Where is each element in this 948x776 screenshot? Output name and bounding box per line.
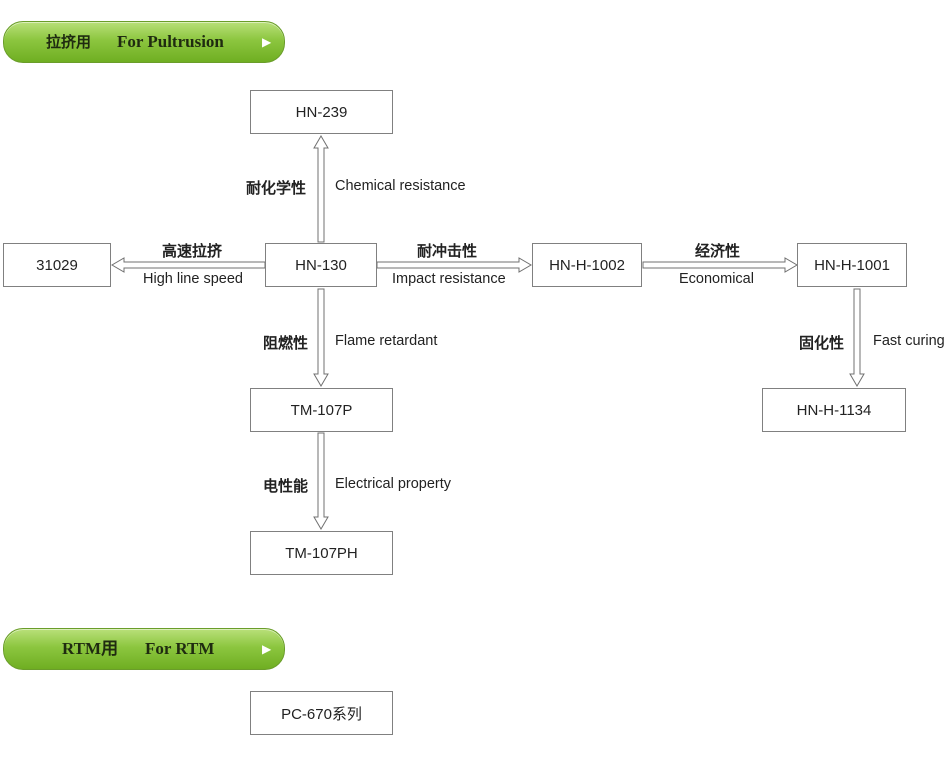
edge-economical-cn: 经济性 [695,242,741,260]
edge-chemical-cn: 耐化学性 [246,179,307,197]
edge-chemical-en: Chemical resistance [335,178,466,194]
section-rtm-cn: RTM用 [62,639,119,658]
arrow-right-economical [642,257,798,273]
edge-highspeed-cn: 高速拉挤 [162,242,223,260]
edge-electrical-en: Electrical property [335,476,452,492]
arrow-down-fastcuring [849,288,865,387]
node-31029: 31029 [3,243,111,287]
edge-impact-cn: 耐冲击性 [417,242,478,260]
edge-fastcuring-en: Fast curing [873,333,945,349]
section-pultrusion-en: For Pultrusion [117,32,224,51]
arrow-down-electrical [313,432,329,530]
chevron-right-icon: ▶ [262,35,272,49]
edge-flame-cn: 阻燃性 [263,334,309,352]
edge-economical-en: Economical [679,271,754,287]
section-pultrusion-header: 拉挤用 For Pultrusion ▶ [3,21,285,63]
edge-impact-en: Impact resistance [392,271,506,287]
edge-flame-en: Flame retardant [335,333,438,349]
node-hn-h-1002: HN-H-1002 [532,243,642,287]
section-rtm-header: RTM用 For RTM ▶ [3,628,285,670]
arrow-up-chemical [313,135,329,243]
node-tm-107p: TM-107P [250,388,393,432]
node-hn-h-1001: HN-H-1001 [797,243,907,287]
edge-highspeed-en: High line speed [143,271,243,287]
arrow-right-impact [376,257,532,273]
edge-electrical-cn: 电性能 [263,477,309,495]
section-pultrusion-cn: 拉挤用 [46,33,92,51]
section-rtm-en: For RTM [145,639,215,658]
node-tm-107ph: TM-107PH [250,531,393,575]
edge-fastcuring-cn: 固化性 [799,334,845,352]
node-hn-h-1134: HN-H-1134 [762,388,906,432]
chevron-right-icon: ▶ [262,642,272,656]
arrow-down-flame [313,288,329,387]
node-hn-239: HN-239 [250,90,393,134]
node-pc-670: PC-670系列 [250,691,393,735]
node-hn-130: HN-130 [265,243,377,287]
arrow-left-highspeed [111,257,266,273]
